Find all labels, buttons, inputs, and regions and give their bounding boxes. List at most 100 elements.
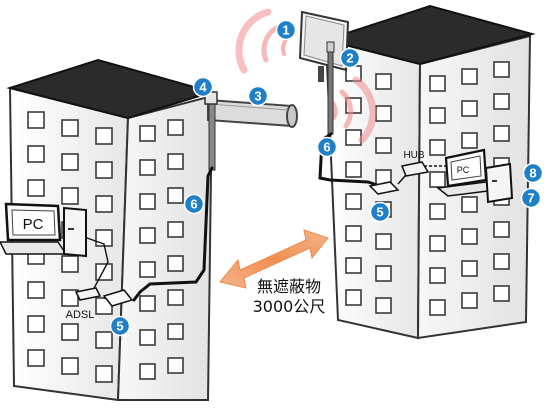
window (167, 153, 184, 170)
step-badge-b4: 4 (192, 76, 214, 98)
window (139, 125, 156, 142)
window (95, 263, 113, 281)
window (375, 105, 392, 122)
step-badge-b3: 3 (247, 85, 269, 107)
window (345, 257, 362, 274)
window (429, 267, 446, 284)
window (95, 195, 113, 213)
step-badge-b6-right: 6 (316, 136, 338, 158)
window (95, 365, 113, 383)
window (375, 265, 392, 282)
window (493, 221, 510, 238)
window (95, 127, 113, 145)
window (493, 93, 510, 110)
window (429, 171, 446, 188)
window (461, 100, 478, 117)
window (461, 196, 478, 213)
right-building-windows (345, 61, 510, 316)
window (27, 349, 45, 367)
step-badge-b5-left: 5 (109, 315, 131, 337)
window (375, 73, 392, 90)
window (139, 261, 156, 278)
window (429, 299, 446, 316)
window (139, 295, 156, 312)
window (429, 75, 446, 92)
window (375, 297, 392, 314)
right-building-roof (322, 4, 536, 66)
pc-left: PC (0, 202, 87, 258)
window (95, 331, 113, 349)
step-badge-number: 8 (529, 166, 536, 181)
window (27, 315, 45, 333)
window (429, 203, 446, 220)
window (139, 363, 156, 380)
window (461, 132, 478, 149)
window (61, 357, 79, 375)
step-badge-number: 5 (376, 205, 383, 220)
panel-antenna (298, 10, 350, 82)
step-badge-b2: 2 (339, 47, 361, 69)
hub-label: HUB (403, 150, 424, 161)
window (167, 289, 184, 306)
poe-adapter-right (368, 181, 400, 195)
window (167, 357, 184, 374)
window (345, 129, 362, 146)
step-badge-b7: 7 (520, 187, 542, 209)
step-badge-number: 2 (346, 51, 353, 66)
window (429, 139, 446, 156)
window (167, 323, 184, 340)
hub: HUB (400, 150, 430, 177)
step-badge-number: 3 (254, 89, 261, 104)
step-badge-b1: 1 (275, 19, 297, 41)
pc-right: PC (436, 148, 514, 204)
window (461, 260, 478, 277)
window (429, 235, 446, 252)
window (167, 255, 184, 272)
pc-left-label: PC (23, 216, 44, 233)
window (461, 292, 478, 309)
window (461, 228, 478, 245)
window (139, 159, 156, 176)
window (167, 119, 184, 136)
window (61, 255, 79, 273)
step-badge-number: 1 (282, 23, 289, 38)
distance-condition-label: 無遮蔽物 (257, 277, 321, 296)
window (167, 187, 184, 204)
distance-value-label: 3000公尺 (253, 297, 326, 316)
window (345, 193, 362, 210)
window (27, 179, 45, 197)
adsl-label: ADSL (66, 309, 95, 321)
window (493, 285, 510, 302)
window (345, 289, 362, 306)
window (139, 329, 156, 346)
window (345, 161, 362, 178)
adsl-modem: ADSL (66, 287, 102, 321)
window (167, 221, 184, 238)
window (27, 111, 45, 129)
window (61, 187, 79, 205)
window (139, 227, 156, 244)
directional-antenna (207, 98, 298, 128)
window (493, 61, 510, 78)
window (375, 233, 392, 250)
window (345, 225, 362, 242)
pc-right-label: PC (457, 165, 470, 175)
window (461, 68, 478, 85)
window (61, 323, 79, 341)
step-badge-number: 6 (190, 197, 197, 212)
step-badge-b6-left: 6 (183, 193, 205, 215)
window (139, 193, 156, 210)
step-badge-b8: 8 (522, 162, 544, 184)
mast-pole-right (326, 41, 335, 135)
step-badge-b5-right: 5 (369, 201, 391, 223)
step-badge-number: 5 (116, 319, 123, 334)
window (27, 281, 45, 299)
number-badges: 1 2 3 4 5 5 6 6 7 8 (109, 19, 544, 337)
window (61, 289, 79, 307)
window (375, 137, 392, 154)
distance-arrow (219, 229, 329, 289)
step-badge-number: 6 (323, 140, 330, 155)
window (493, 125, 510, 142)
window (27, 145, 45, 163)
